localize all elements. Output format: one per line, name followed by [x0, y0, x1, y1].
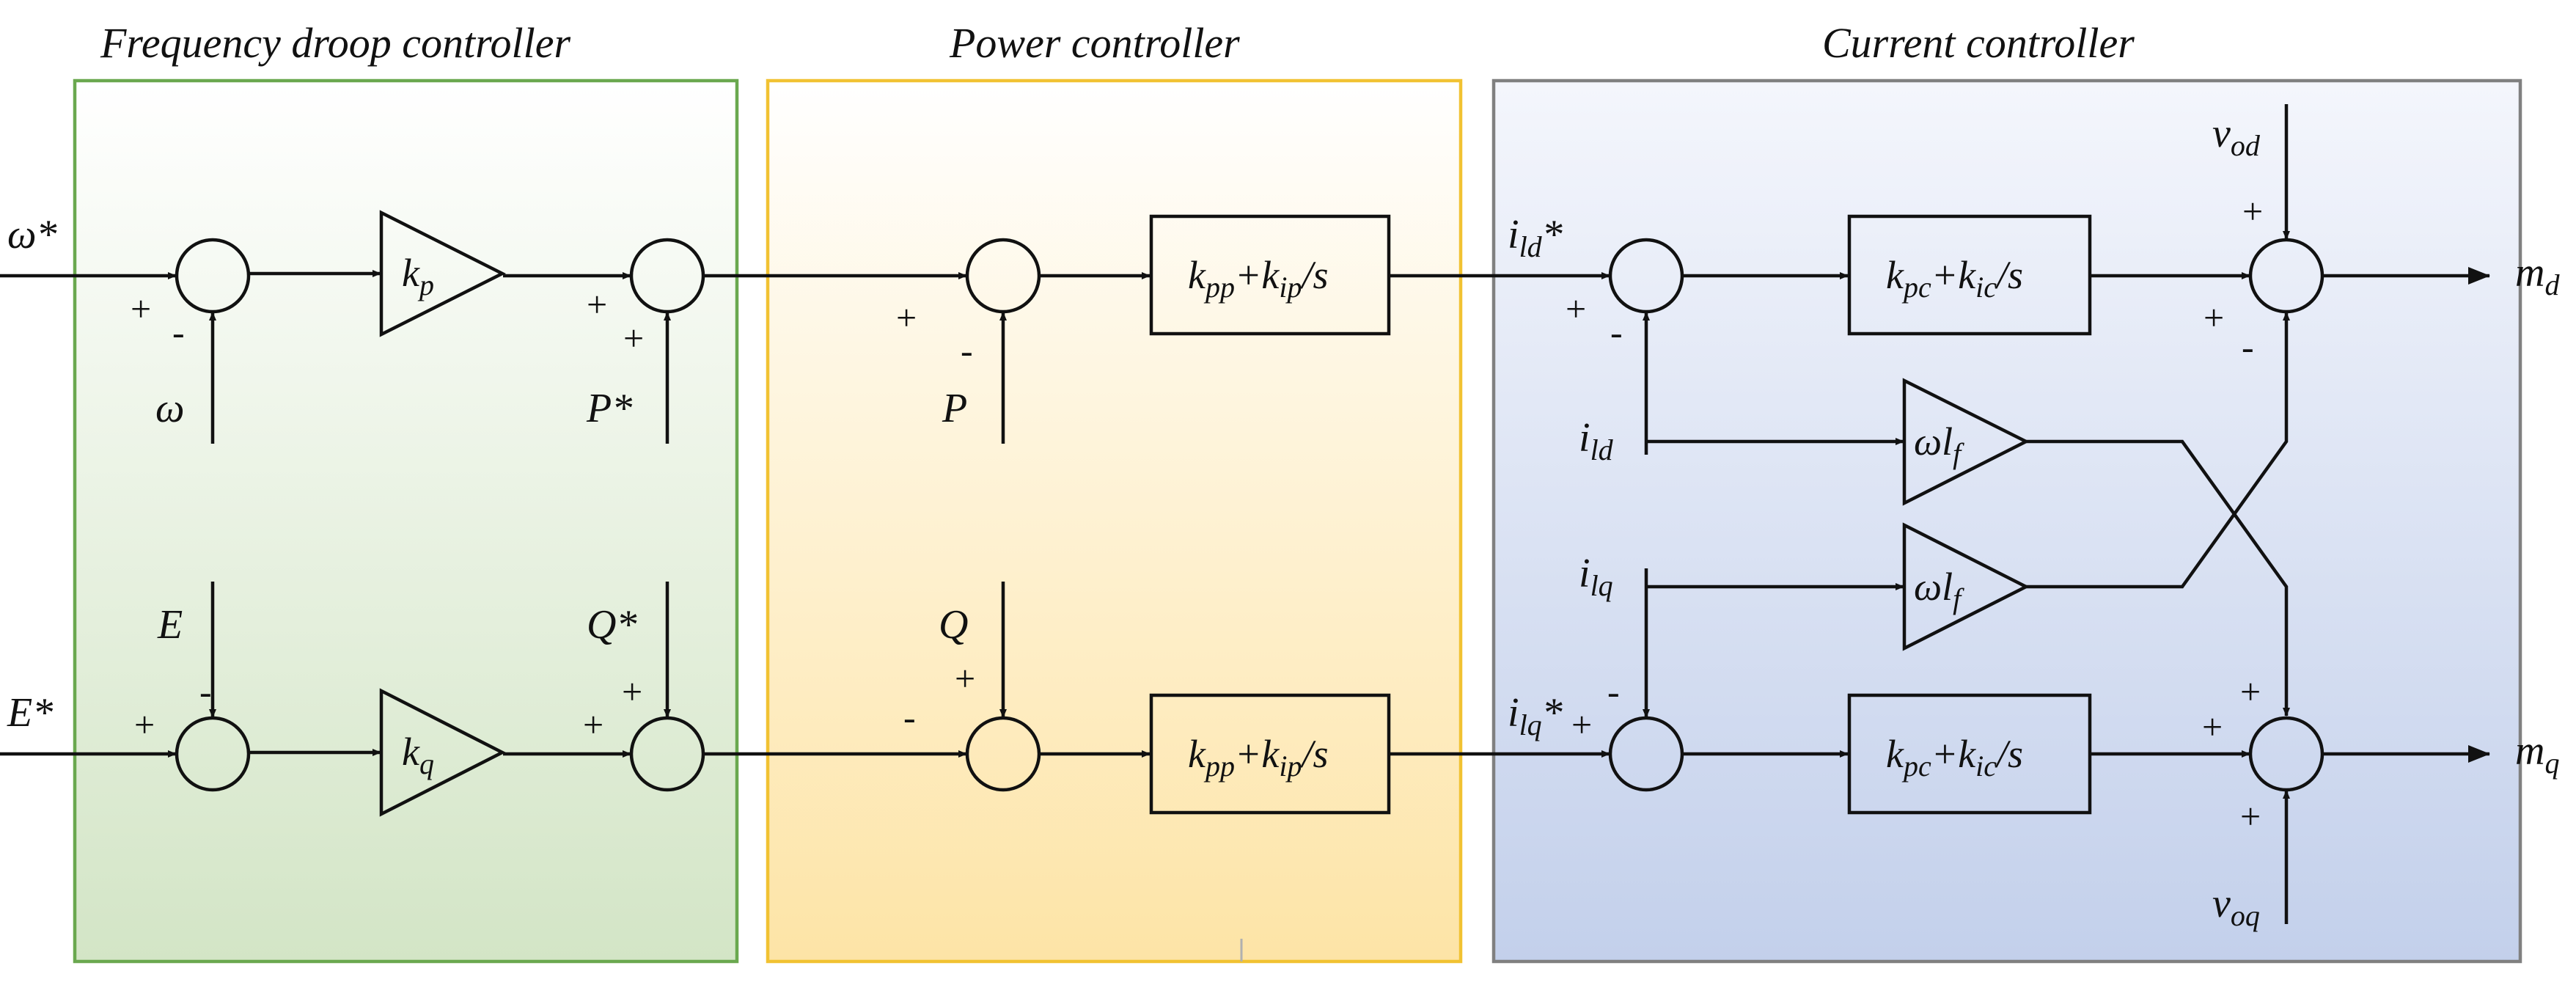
label-kp: kp — [402, 251, 434, 301]
label-kq: kq — [402, 730, 434, 780]
label-Q-ref: Q* — [587, 602, 636, 648]
sign-kq-out: + — [583, 704, 603, 745]
gain-wlf-d — [1902, 378, 2030, 506]
label-md: md — [2515, 250, 2560, 301]
label-omega: ω — [155, 386, 185, 431]
sign-ilq: - — [1607, 671, 1620, 712]
sign-vod: + — [2242, 191, 2263, 232]
label-E-ref: E* — [7, 690, 53, 736]
sign-voq: + — [2240, 796, 2261, 837]
sign-md-cross: - — [2242, 326, 2254, 367]
gain-wlf-q — [1902, 522, 2030, 651]
current-title: Current controller — [1822, 19, 2135, 67]
sign-kp-out: + — [587, 284, 607, 325]
sum-ilq — [1608, 716, 1684, 792]
label-P: P — [942, 386, 967, 431]
sign-E-ref: + — [134, 704, 155, 745]
power-panel — [766, 78, 1463, 964]
sign-P-ref: + — [623, 318, 644, 359]
sign-mq-cross: + — [2240, 671, 2261, 712]
sign-ild: - — [1610, 312, 1623, 353]
label-P-ref: P* — [586, 386, 632, 431]
wire-cross-q-to-d — [2026, 312, 2290, 589]
sign-mq-pi: + — [2202, 706, 2223, 747]
gain-kq — [379, 688, 506, 817]
current-pi-block-q — [1847, 693, 2092, 815]
sign-omega-ref: + — [131, 288, 151, 329]
droop-panel — [73, 78, 739, 964]
label-omega-ref: ω* — [7, 212, 57, 257]
sum-E — [175, 716, 251, 792]
current-pi-block-d — [1847, 214, 2092, 336]
power-pi-block-q — [1149, 693, 1391, 815]
label-ild-ref: ild* — [1508, 212, 1563, 263]
label-current-pi-d: kpc+kic/s — [1886, 253, 2023, 304]
sign-P: - — [961, 330, 973, 371]
current-panel — [1491, 78, 2522, 964]
sign-md-pi: + — [2203, 297, 2224, 338]
label-ilq: ilq — [1579, 551, 1613, 602]
label-mq: mq — [2515, 728, 2559, 780]
sign-droop-q: - — [903, 697, 916, 738]
droop-title: Frequency droop controller — [100, 19, 570, 67]
label-ild: ild — [1579, 415, 1614, 466]
label-E: E — [157, 602, 183, 648]
label-power-pi-d: kpp+kip/s — [1188, 253, 1329, 304]
sign-ild-ref: + — [1566, 288, 1586, 329]
sum-Q-ref — [629, 716, 705, 792]
gain-kp — [379, 210, 507, 337]
label-current-pi-q: kpc+kic/s — [1886, 732, 2023, 783]
power-title: Power controller — [949, 19, 1240, 67]
label-ilq-ref: ilq* — [1508, 690, 1563, 741]
sign-ilq-ref: + — [1571, 704, 1592, 745]
sign-Q: + — [955, 658, 975, 699]
sign-droop-d: + — [896, 297, 917, 338]
label-voq: voq — [2212, 881, 2260, 932]
sum-Q — [965, 716, 1041, 792]
label-vod: vod — [2212, 111, 2261, 162]
label-Q: Q — [939, 602, 968, 648]
sign-Q-ref: + — [622, 671, 642, 712]
power-pi-block-d — [1149, 214, 1391, 336]
sign-omega: - — [172, 312, 185, 353]
label-power-pi-q: kpp+kip/s — [1188, 732, 1329, 783]
sign-E: - — [199, 671, 212, 712]
